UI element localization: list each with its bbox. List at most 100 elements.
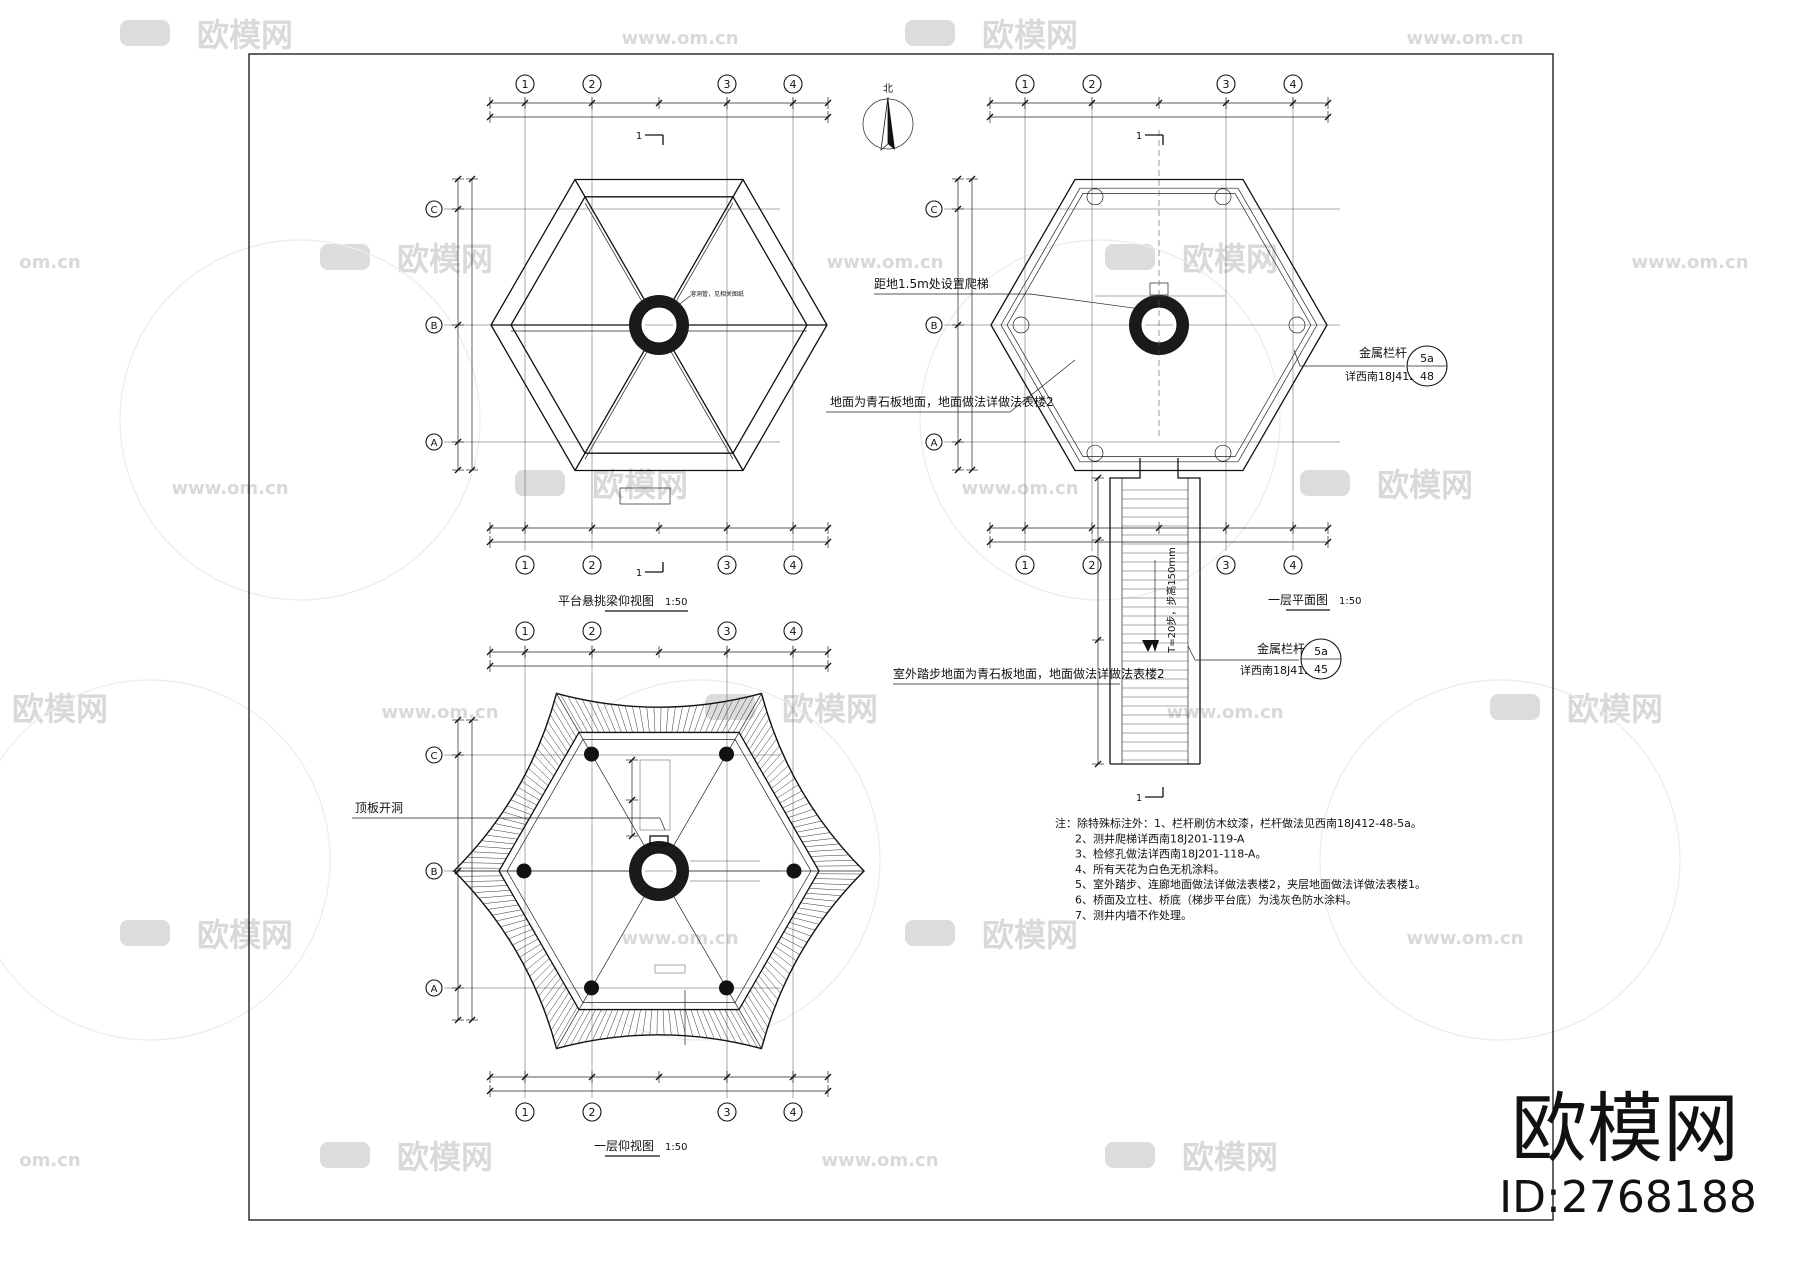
watermark-brand-text: 欧模网 [1182,1138,1278,1176]
stair-steps-label: T=20步，步高150mm [1165,547,1178,654]
roof-rafter-hatch [666,707,668,732]
roof-rafter-hatch [526,953,546,970]
watermark-url: www.om.cn [1406,928,1523,949]
roof-rafter-hatch [531,762,551,781]
axis-label-col: 3 [1223,559,1230,572]
watermark-url: www.om.cn [1631,252,1748,273]
watermark-url: www.om.cn [171,478,288,499]
roof-rafter-hatch [501,919,527,926]
axis-label-col: 1 [522,559,529,572]
watermark-logo-icon [1300,470,1350,496]
axis-label-col: 3 [724,1106,731,1119]
roof-rafter-hatch [537,749,556,772]
section-mark-label: 1 [636,568,642,579]
roof-rafter-hatch [474,890,510,892]
roof-rafter-hatch [691,1010,700,1037]
watermark-brand: 欧模网 [905,16,1078,54]
roof-rafter-hatch [781,937,803,949]
roof-rafter-hatch [552,708,573,742]
down-arrow-icon [1142,640,1154,652]
roof-rafter-hatch [635,1010,640,1036]
watermark-arc [1320,680,1680,1040]
roof-rafter-hatch [472,852,509,854]
roof-rafter-hatch [798,908,828,913]
roof-rafter-hatch [488,905,519,909]
watermark-brand-text: 欧模网 [1182,240,1278,278]
watermark-brand-text: 欧模网 [197,16,293,54]
roof-rafter-hatch [774,778,795,793]
column-circle [1215,445,1231,461]
roof-rafter-hatch [568,696,588,732]
roof-rafter-hatch [806,893,841,896]
watermark-brand-text: 欧模网 [1377,466,1473,504]
roof-rafter-hatch [528,768,548,785]
watermark-arc [0,680,330,1040]
roof-rafter-hatch [761,971,780,994]
axis-label-col: 1 [1022,78,1029,91]
bubble-bottom: 48 [1420,370,1434,383]
stair-edge-left [1110,458,1140,764]
roof-rafter-hatch [713,1010,728,1042]
roof-rafter-hatch [801,903,832,907]
roof-rafter-hatch [760,746,779,769]
roof-rafter-hatch [499,818,526,825]
north-label: 北 [883,83,893,95]
axis-label-row: A [431,438,438,449]
watermark-arc [120,240,480,600]
roof-rafter-hatch [464,881,504,882]
watermark-brand-text: 欧模网 [982,916,1078,954]
axis-label-col: 1 [522,78,529,91]
title-first-floor-ceiling: 一层仰视图 1:50 [594,1138,687,1156]
watermark-brand: 欧模网 [120,916,293,954]
column-dot [719,980,734,995]
axis-label-col: 4 [790,559,797,572]
watermark-url: www.om.cn [821,1150,938,1171]
roof-rafter-hatch [515,794,537,806]
watermark-brand: 欧模网 [705,690,878,728]
watermark-brand: 欧模网 [1300,466,1473,504]
roof-rafter-hatch [794,821,822,827]
roof-rafter-hatch [481,841,514,844]
floor-finish-text: 地面为青石板地面，地面做法详做法表楼2 [830,394,1054,409]
axis-label-row: C [931,205,938,216]
view-title: 平台悬挑梁仰视图 [558,593,654,608]
column-dot [787,864,802,879]
roof-rafter-hatch [611,704,622,732]
opening-dimension-box [640,760,670,830]
roof-rafter-hatch [669,1010,672,1035]
roof-rafter-hatch [592,1010,607,1041]
watermark-logo-icon [905,20,955,46]
roof-rafter-hatch [483,900,515,904]
watermark-brand: 欧模网 [905,916,1078,954]
watermark-brand-text: 欧模网 [592,466,688,504]
roof-rafter-hatch [618,705,627,732]
watermark-brand: 欧模网 [1490,690,1663,728]
watermark-brand: 欧模网 [515,466,688,504]
roof-rafter-hatch [769,766,789,784]
roof-rafter-hatch [604,703,616,732]
roof-rafter-hatch [490,829,520,834]
roof-rafter-hatch [469,886,507,888]
axis-label-col: 2 [589,78,596,91]
axis-label-col: 2 [589,1106,596,1119]
ladder-callout-text: 距地1.5m处设置爬梯 [874,277,989,291]
watermark-logo-icon [1105,1142,1155,1168]
view-title: 一层平面图 [1268,593,1328,607]
note-line: 7、测井内墙不作处理。 [1075,908,1192,922]
column-circle [1215,189,1231,205]
roof-rafter-hatch [596,702,610,732]
axis-label-col: 1 [522,625,529,638]
section-mark-label: 1 [1136,793,1142,804]
view-scale: 1:50 [665,597,687,608]
axis-label-row: C [431,205,438,216]
watermark-brand-text: 欧模网 [782,690,878,728]
axis-label-col: 2 [589,559,596,572]
badge-brand: 欧模网 [1511,1084,1739,1173]
roof-rafter-hatch [539,973,558,996]
roof-rafter-hatch [799,833,830,837]
roof-rafter-hatch [505,924,530,932]
roof-rafter-hatch [663,1010,664,1035]
roof-rafter-hatch [730,1010,750,1046]
